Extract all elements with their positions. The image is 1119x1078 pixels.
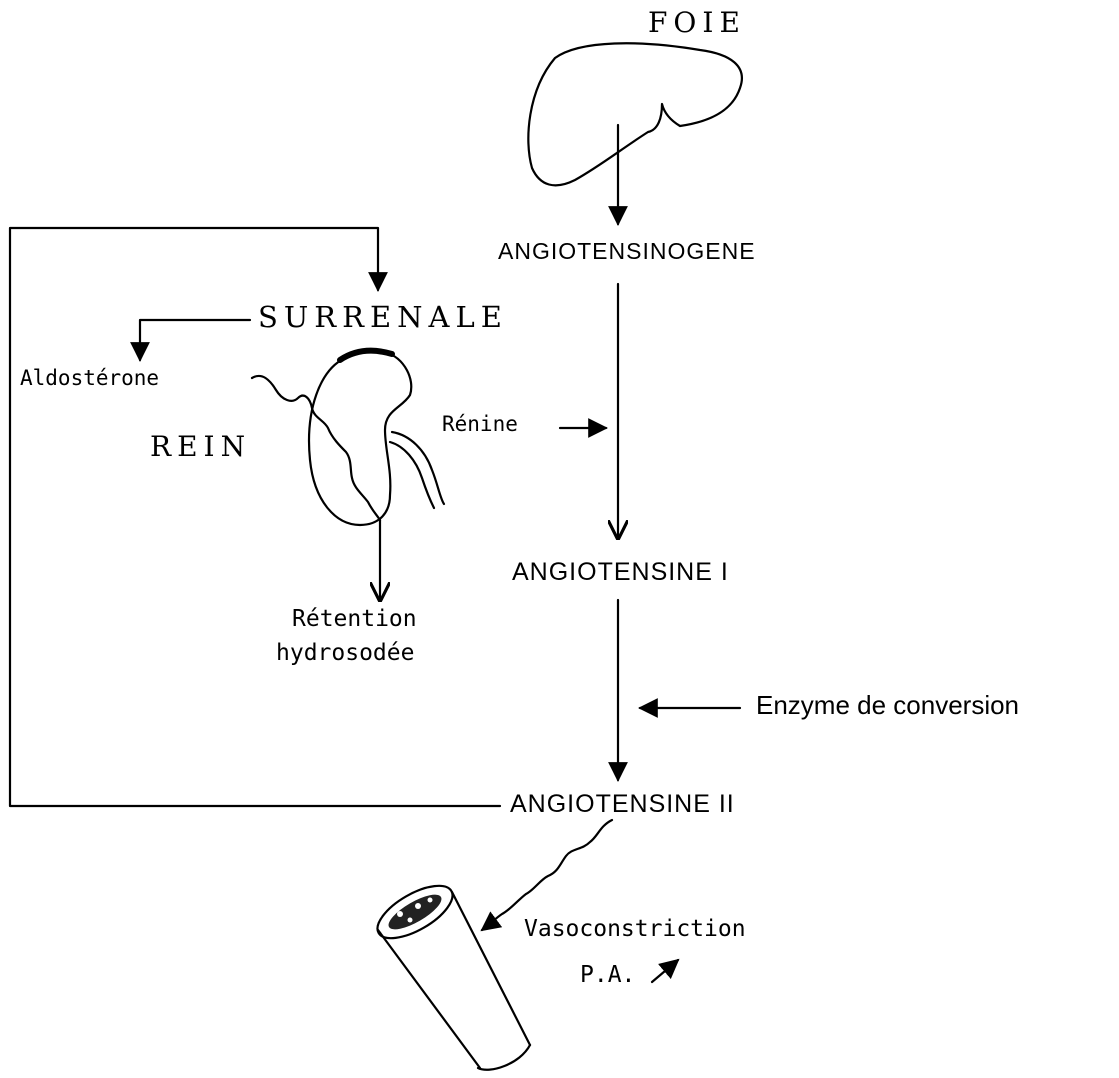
enzyme-label: Enzyme de conversion (756, 690, 1019, 721)
arrow-surrenale-to-aldosterone (140, 320, 250, 360)
rein-label: REIN (150, 430, 251, 463)
retention-label-line1: Rétention (292, 606, 417, 632)
angiotensine-2-wavy-line (482, 820, 612, 930)
blood-vessel-icon (370, 875, 530, 1069)
retention-label-line2: hydrosodée (276, 640, 414, 666)
foie-label: FOIE (648, 6, 746, 39)
vasoconstriction-label: Vasoconstriction (524, 916, 746, 942)
surrenale-label: SURRENALE (258, 300, 508, 334)
adrenal-gland-icon (340, 351, 392, 360)
renine-label: Rénine (442, 412, 518, 436)
angiotensinogene-label: ANGIOTENSINOGENE (498, 238, 756, 265)
angiotensine-2-label: ANGIOTENSINE II (510, 790, 735, 819)
pa-label: P.A. (580, 962, 635, 988)
aldosterone-label: Aldostérone (20, 366, 159, 390)
angiotensine-1-label: ANGIOTENSINE I (512, 558, 729, 587)
pa-increase-arrow (652, 960, 678, 982)
kidney-icon (309, 350, 411, 525)
liver-icon (528, 43, 742, 185)
